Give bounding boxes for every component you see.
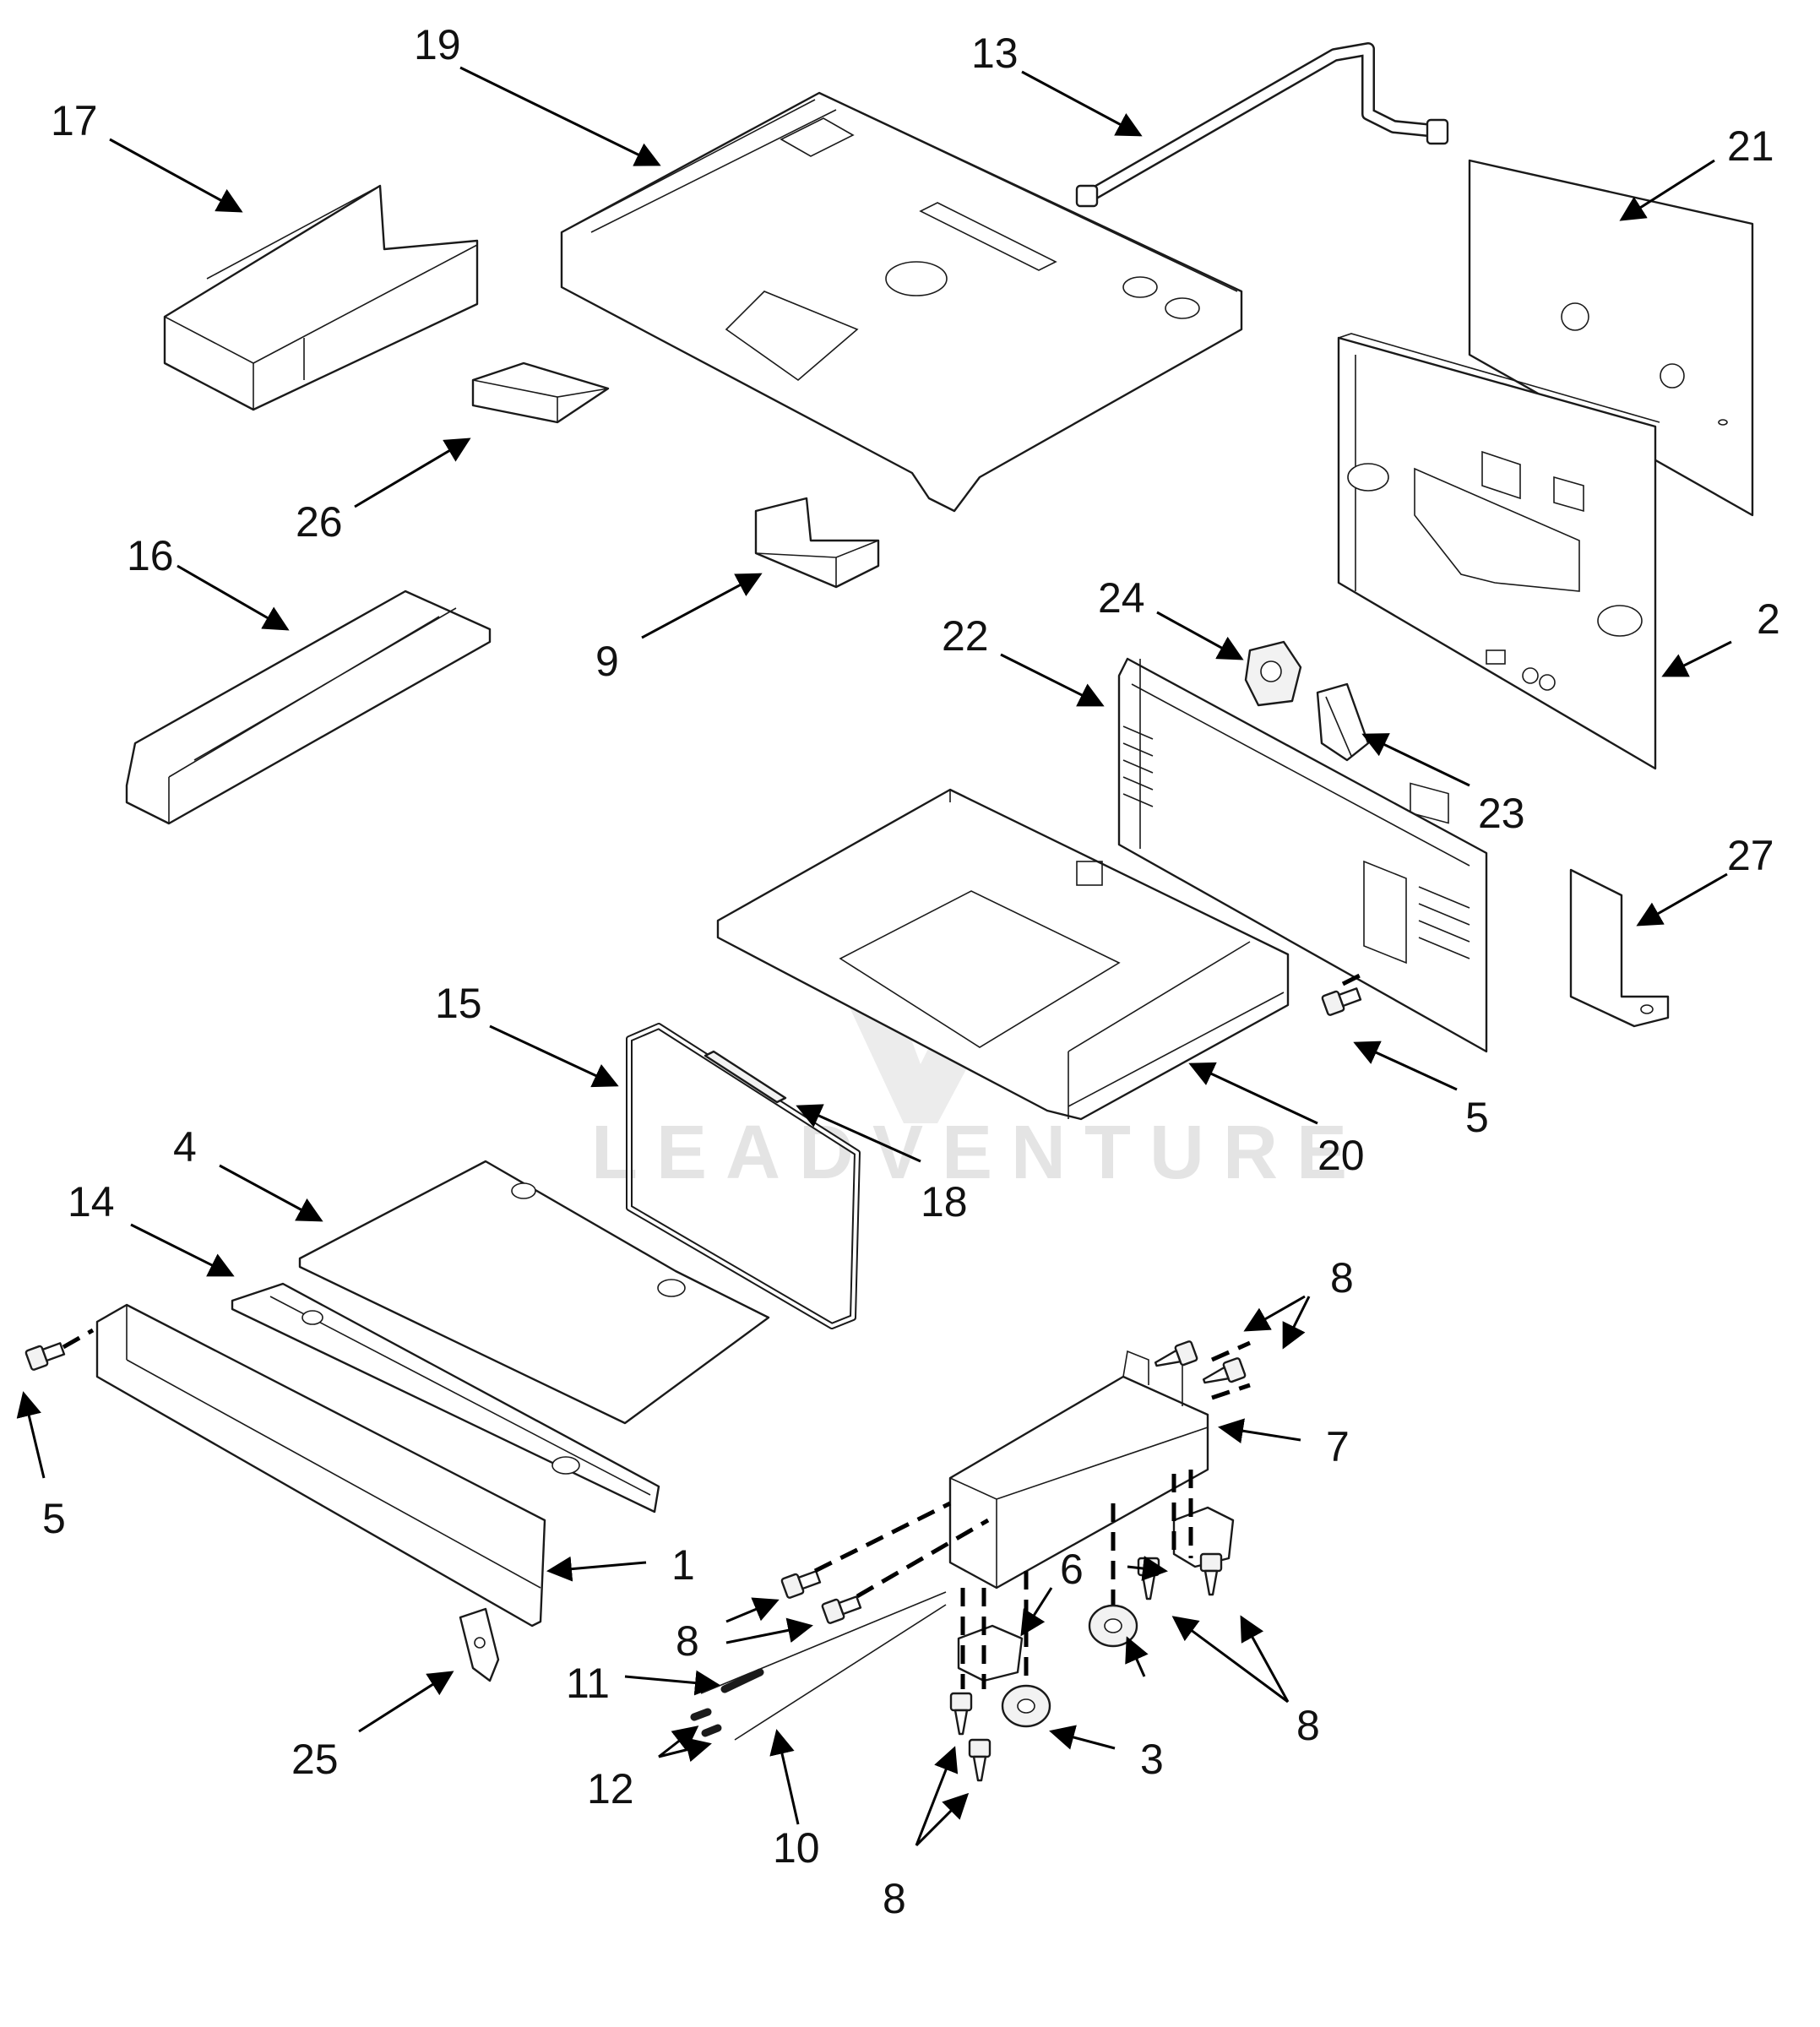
callout-5-left: 5 <box>42 1495 66 1542</box>
callout-8-right: 8 <box>1296 1702 1320 1749</box>
part-box-tray <box>163 184 479 411</box>
part-side-plate <box>1569 868 1670 1028</box>
callout-6: 6 <box>1060 1546 1084 1593</box>
callout-16: 16 <box>127 532 174 579</box>
part-clip <box>1316 682 1370 762</box>
callout-25: 25 <box>291 1736 339 1783</box>
part-top-panel <box>560 91 1243 513</box>
part-front-trim <box>95 1303 546 1628</box>
callout-20: 20 <box>1317 1132 1365 1179</box>
part-back-panel <box>1337 333 1660 824</box>
part-front-panel <box>1117 657 1488 1053</box>
callout-labels: 19 13 17 21 26 16 9 24 2 22 23 27 15 5 2… <box>42 21 1780 1922</box>
callout-19: 19 <box>414 21 461 68</box>
part-hinge-bracket <box>459 1607 500 1682</box>
callout-18: 18 <box>921 1178 968 1225</box>
part-ferrules <box>690 1708 722 1737</box>
callout-17: 17 <box>51 97 98 144</box>
callout-4: 4 <box>173 1123 197 1171</box>
leader-arrows <box>16 66 1732 1847</box>
part-gasket <box>626 1023 861 1329</box>
callout-8-bottom: 8 <box>883 1875 906 1922</box>
part-strip <box>704 1050 787 1104</box>
callout-24: 24 <box>1098 574 1145 622</box>
callout-27: 27 <box>1727 832 1774 879</box>
callout-26: 26 <box>296 498 343 546</box>
watermark-text: LEADVENTURE <box>591 1111 1366 1195</box>
part-middle-tray <box>716 788 1290 1121</box>
part-valve-bodies <box>957 1506 1235 1682</box>
part-long-plate <box>231 1282 660 1513</box>
callout-15: 15 <box>435 980 482 1027</box>
part-knobs <box>1001 1604 1138 1728</box>
callout-22: 22 <box>942 612 989 660</box>
part-small-tray <box>471 361 610 424</box>
callout-14: 14 <box>68 1178 115 1225</box>
part-tube <box>1075 42 1449 208</box>
part-channel-rail <box>125 590 492 825</box>
part-bracket <box>754 497 880 589</box>
callout-13: 13 <box>971 30 1019 77</box>
part-rear-panel <box>1468 159 1754 517</box>
callout-7: 7 <box>1326 1423 1350 1470</box>
callout-1: 1 <box>671 1541 695 1589</box>
callout-11: 11 <box>566 1660 610 1707</box>
callout-21: 21 <box>1727 122 1774 170</box>
part-valve <box>1244 640 1302 707</box>
callout-12: 12 <box>587 1765 634 1812</box>
callout-10: 10 <box>773 1824 820 1872</box>
part-flat-plate <box>298 1160 770 1425</box>
callout-9: 9 <box>595 638 619 685</box>
assembly-lines <box>62 969 1370 1689</box>
callout-8-left: 8 <box>676 1617 699 1665</box>
callout-2: 2 <box>1757 595 1780 643</box>
callout-3: 3 <box>1140 1736 1164 1783</box>
part-rods <box>700 1591 947 1741</box>
callout-8-top: 8 <box>1330 1254 1354 1302</box>
callout-23: 23 <box>1478 790 1525 837</box>
callout-5-right: 5 <box>1465 1094 1489 1141</box>
